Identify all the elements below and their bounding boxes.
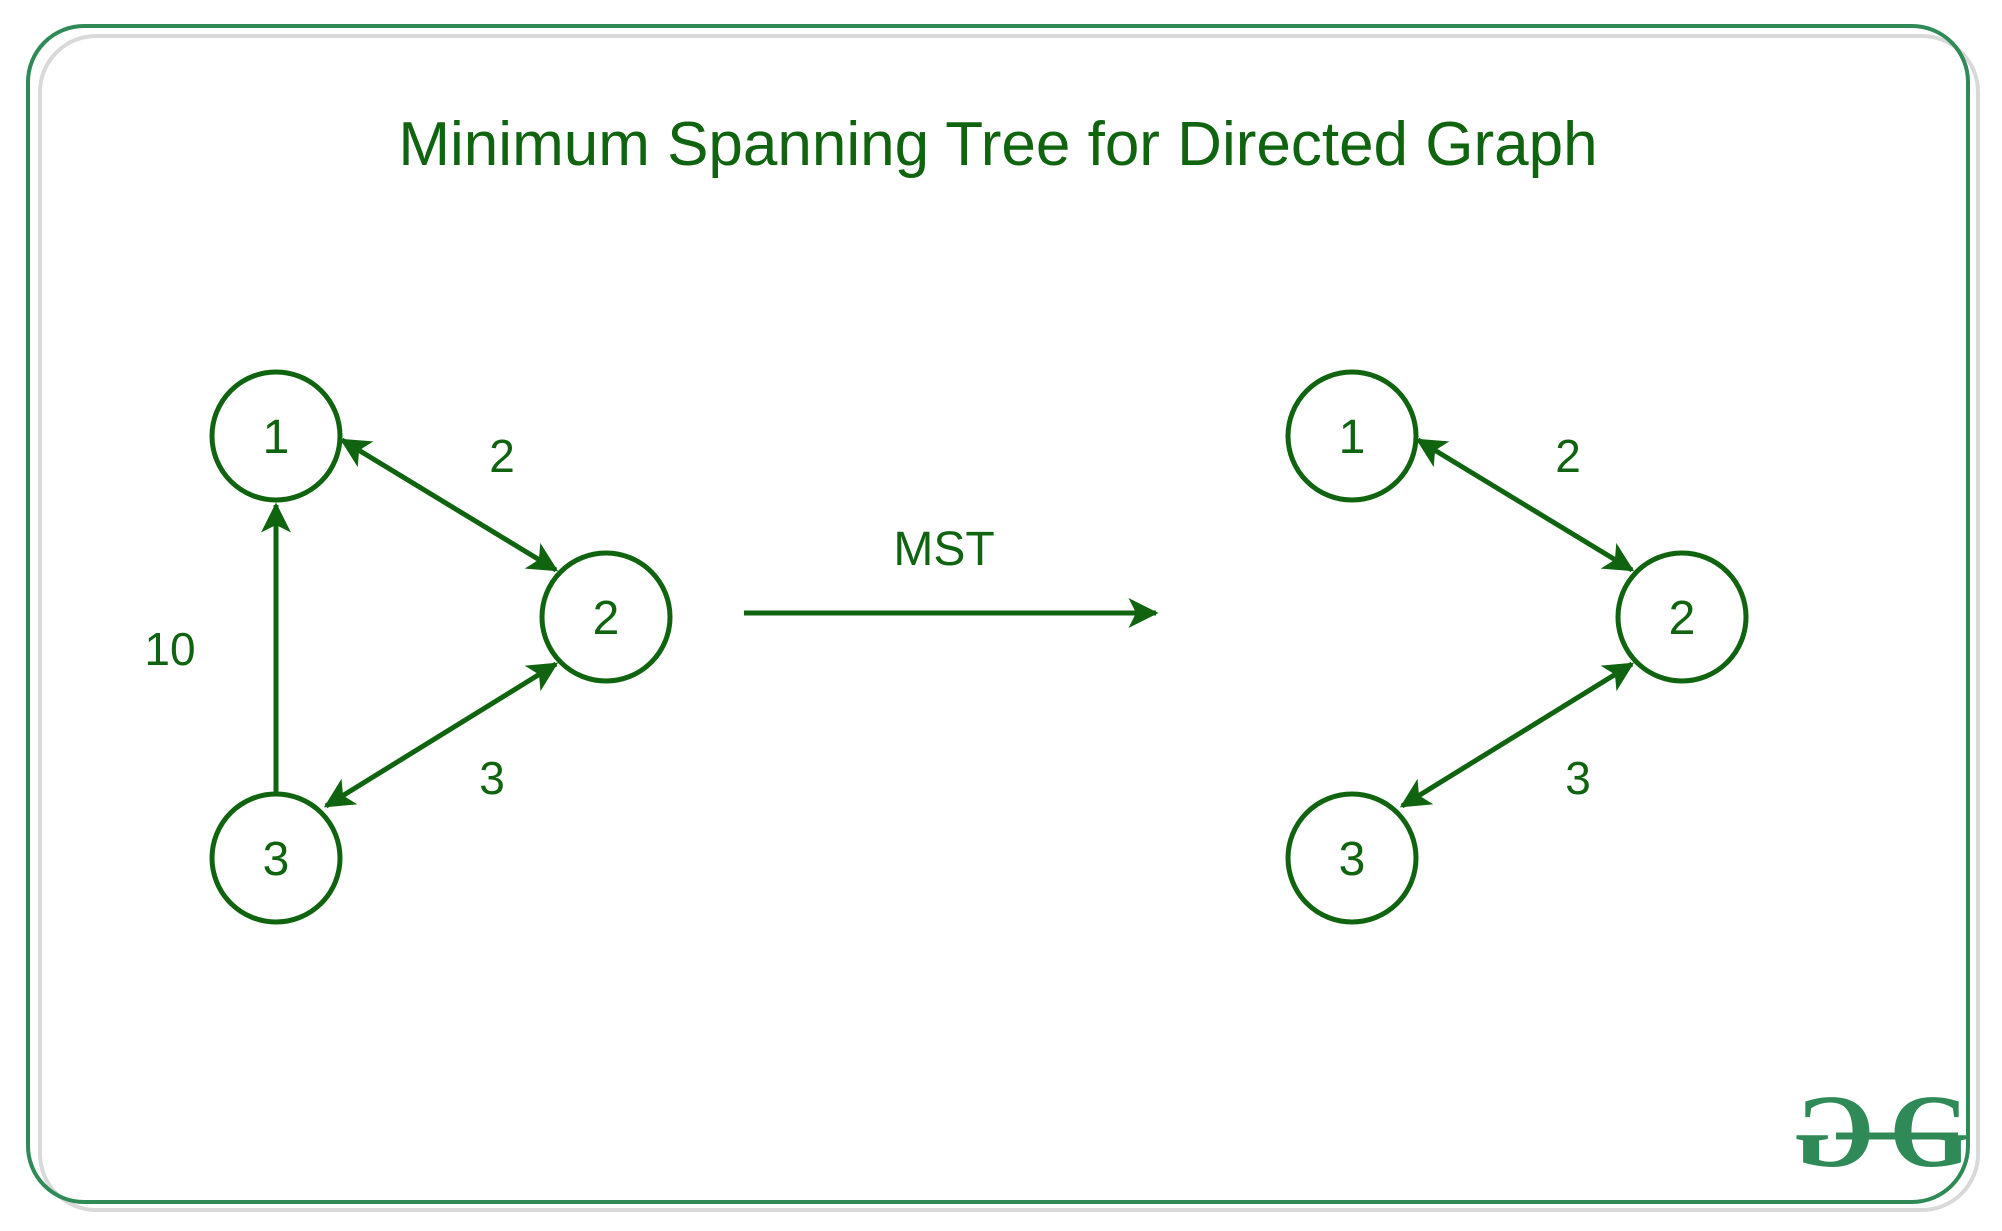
right-edge-1-2-weight: 2 [1555,430,1581,482]
left-edge-1-2 [339,437,559,573]
right-node-3-label: 3 [1339,833,1366,886]
left-edge-2-3 [323,661,559,809]
right-node-1 [1285,369,1419,503]
right-node-1-label: 1 [1339,411,1366,464]
right-edge-2-3 [1399,661,1635,809]
page-title: Minimum Spanning Tree for Directed Graph [398,110,1597,179]
left-node-3-label: 3 [263,833,290,886]
left-edge-3-1-weight: 10 [144,623,195,675]
frame-shadow [38,34,1980,1212]
right-node-2 [1615,550,1749,684]
right-edge-1-2 [1415,437,1635,573]
mst-arrow-label: MST [893,523,994,576]
left-node-2-label: 2 [593,592,620,645]
right-node-2-label: 2 [1669,592,1696,645]
gfg-logo-left-glyph: G [1794,1074,1875,1189]
left-node-1-label: 1 [263,411,290,464]
left-edge-1-2-weight: 2 [489,430,515,482]
diagram-frame [26,24,1970,1204]
gfg-logo: G G [1794,1074,1971,1189]
left-edge-2-3-weight: 3 [479,752,505,804]
left-node-3 [209,791,343,925]
left-node-1 [209,369,343,503]
right-edge-2-3-weight: 3 [1565,752,1591,804]
gfg-logo-right-glyph: G [1890,1074,1971,1189]
left-node-2 [539,550,673,684]
right-node-3 [1285,791,1419,925]
